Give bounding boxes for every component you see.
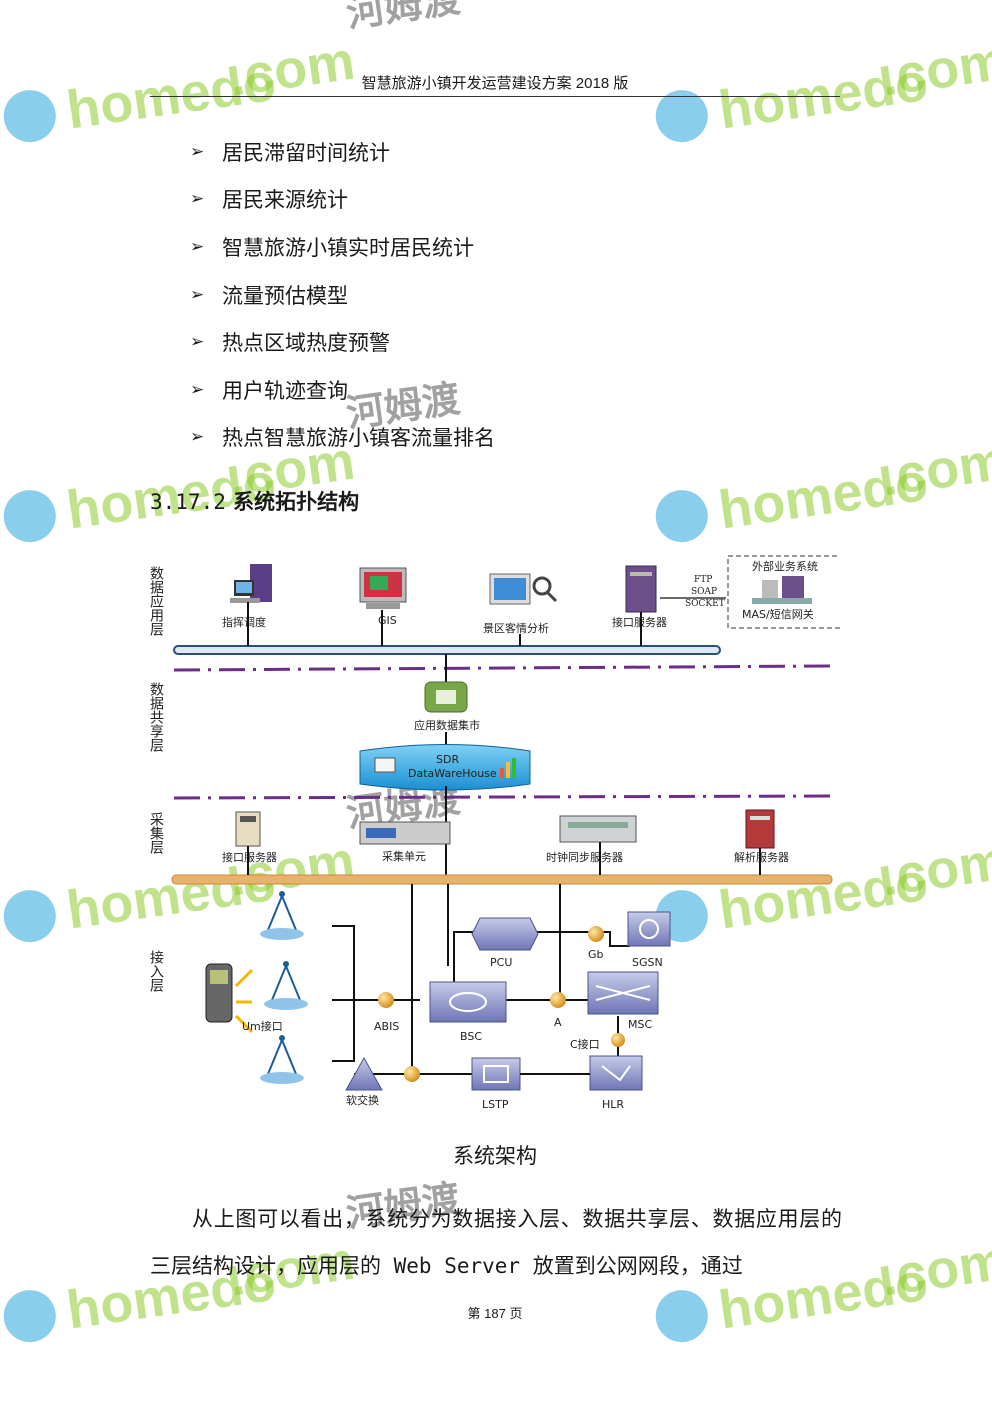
collect-interface-server-node: 接口服务器 bbox=[222, 811, 277, 864]
section-title: 系统拓扑结构 bbox=[233, 489, 360, 514]
svg-text:FTP: FTP bbox=[694, 575, 712, 585]
layer-label-share: 数据共享层 bbox=[150, 682, 164, 752]
svg-text:SDR: SDR bbox=[436, 753, 459, 766]
section-number: 3.17.2 bbox=[150, 490, 226, 514]
list-item: ➢热点智慧旅游小镇客流量排名 bbox=[190, 426, 495, 451]
svg-text:指挥调度: 指挥调度 bbox=[222, 615, 266, 629]
svg-text:软交换: 软交换 bbox=[346, 1093, 379, 1107]
gb-interface-icon bbox=[588, 926, 604, 942]
svg-text:SOAP: SOAP bbox=[691, 587, 717, 597]
a-interface-icon bbox=[550, 992, 566, 1008]
list-item: ➢居民滞留时间统计 bbox=[190, 140, 390, 165]
arrow-bullet-icon: ➢ bbox=[190, 189, 205, 210]
c-interface-icon bbox=[611, 1033, 625, 1047]
data-warehouse-node: SDR DataWareHouse bbox=[359, 744, 531, 791]
lstp-node: LSTP bbox=[471, 1057, 521, 1111]
svg-text:接口服务器: 接口服务器 bbox=[222, 851, 277, 864]
svg-text:Gb: Gb bbox=[588, 948, 604, 961]
hlr-node: HLR bbox=[589, 1055, 643, 1111]
page-footer: 第 187 页 bbox=[467, 1306, 523, 1321]
tourist-analysis-node: 景区客情分析 bbox=[483, 573, 558, 635]
body-paragraph: 从上图可以看出，系统分为数据接入层、数据共享层、数据应用层的三层结构设计，应用层… bbox=[150, 1207, 842, 1278]
list-item: ➢居民来源统计 bbox=[190, 188, 348, 213]
command-dispatch-node: 指挥调度 bbox=[222, 564, 272, 629]
base-station-icon bbox=[264, 961, 308, 1010]
bsc-node: BSC bbox=[429, 981, 507, 1043]
svg-text:.com: .com bbox=[877, 1231, 992, 1308]
collection-bus bbox=[171, 874, 833, 885]
svg-text:ABIS: ABIS bbox=[374, 1020, 399, 1033]
list-item: ➢用户轨迹查询 bbox=[190, 378, 348, 403]
svg-text:GIS: GIS bbox=[378, 614, 397, 627]
figure-caption: 系统架构 bbox=[453, 1144, 537, 1168]
layer-separator bbox=[173, 664, 831, 672]
arrow-bullet-icon: ➢ bbox=[190, 284, 205, 305]
arrow-bullet-icon: ➢ bbox=[190, 379, 205, 400]
protocol-labels: FTP SOAP SOCKET bbox=[660, 575, 726, 609]
layer-label-access: 接入层 bbox=[150, 949, 164, 992]
svg-text:接口服务器: 接口服务器 bbox=[612, 616, 667, 629]
topology-diagram: .lt { font-family: "DejaVu Serif", serif… bbox=[150, 555, 840, 1111]
base-station-icon bbox=[260, 891, 304, 940]
sgsn-node: SGSN bbox=[627, 911, 671, 969]
svg-text:外部业务系统: 外部业务系统 bbox=[752, 559, 818, 573]
bus-junction-icon bbox=[404, 1066, 420, 1082]
svg-text:MAS/短信网关: MAS/短信网关 bbox=[742, 607, 814, 621]
gis-node: GIS bbox=[359, 567, 407, 627]
svg-text:时钟同步服务器: 时钟同步服务器 bbox=[546, 850, 623, 864]
section-heading: 3.17.2 系统拓扑结构 bbox=[150, 486, 359, 516]
interface-server-node: 接口服务器 bbox=[612, 565, 667, 629]
parser-server-node: 解析服务器 bbox=[734, 809, 789, 864]
svg-text:MSC: MSC bbox=[628, 1018, 652, 1031]
softswitch-node: 软交换 bbox=[345, 1056, 383, 1107]
base-station-icon bbox=[260, 1035, 304, 1084]
pcu-node: PCU bbox=[471, 917, 539, 969]
svg-text:.com: .com bbox=[877, 431, 992, 508]
list-item: ➢流量预估模型 bbox=[190, 283, 348, 308]
svg-text:应用数据集市: 应用数据集市 bbox=[414, 718, 480, 732]
page-header: 智慧旅游小镇开发运营建设方案 2018 版 bbox=[150, 72, 840, 97]
svg-text:HLR: HLR bbox=[602, 1098, 624, 1111]
svg-text:homedo: homedo bbox=[715, 452, 931, 541]
arrow-bullet-icon: ➢ bbox=[190, 332, 205, 353]
msc-node: MSC bbox=[587, 971, 659, 1031]
svg-text:景区客情分析: 景区客情分析 bbox=[483, 621, 549, 635]
svg-text:采集单元: 采集单元 bbox=[382, 849, 426, 863]
layer-separator bbox=[173, 794, 831, 800]
svg-text:Um接口: Um接口 bbox=[242, 1020, 283, 1033]
svg-text:DataWareHouse: DataWareHouse bbox=[408, 767, 497, 780]
svg-text:.com: .com bbox=[877, 831, 992, 908]
svg-text:SOCKET: SOCKET bbox=[685, 599, 725, 609]
svg-text:河姆渡: 河姆渡 bbox=[344, 0, 463, 36]
data-mart-node: 应用数据集市 bbox=[414, 681, 480, 732]
svg-text:解析服务器: 解析服务器 bbox=[734, 850, 789, 864]
layer-label-collect: 采集层 bbox=[150, 812, 164, 854]
layer-label-app: 数据应用层 bbox=[150, 566, 164, 636]
bullet-list: ➢居民滞留时间统计 ➢居民来源统计 ➢智慧旅游小镇实时居民统计 ➢流量预估模型 … bbox=[190, 128, 495, 461]
svg-text:C接口: C接口 bbox=[570, 1038, 600, 1051]
arrow-bullet-icon: ➢ bbox=[190, 141, 205, 162]
collector-unit-node: 采集单元 bbox=[359, 821, 451, 863]
abis-interface-icon bbox=[378, 992, 394, 1008]
arrow-bullet-icon: ➢ bbox=[190, 427, 205, 448]
svg-text:BSC: BSC bbox=[460, 1030, 482, 1043]
application-bus bbox=[173, 645, 721, 655]
list-item: ➢智慧旅游小镇实时居民统计 bbox=[190, 235, 474, 260]
svg-text:SGSN: SGSN bbox=[632, 956, 663, 969]
list-item: ➢热点区域热度预警 bbox=[190, 331, 390, 356]
svg-text:.com: .com bbox=[877, 31, 992, 108]
page-number: 187 bbox=[484, 1306, 506, 1321]
mobile-phone-icon: Um接口 bbox=[205, 963, 283, 1034]
external-system-box: 外部业务系统 MAS/短信网关 bbox=[727, 555, 840, 629]
clock-sync-server-node: 时钟同步服务器 bbox=[546, 815, 637, 864]
arrow-bullet-icon: ➢ bbox=[190, 236, 205, 257]
svg-text:A: A bbox=[554, 1016, 562, 1029]
svg-text:PCU: PCU bbox=[490, 956, 512, 969]
svg-text:LSTP: LSTP bbox=[482, 1098, 509, 1111]
